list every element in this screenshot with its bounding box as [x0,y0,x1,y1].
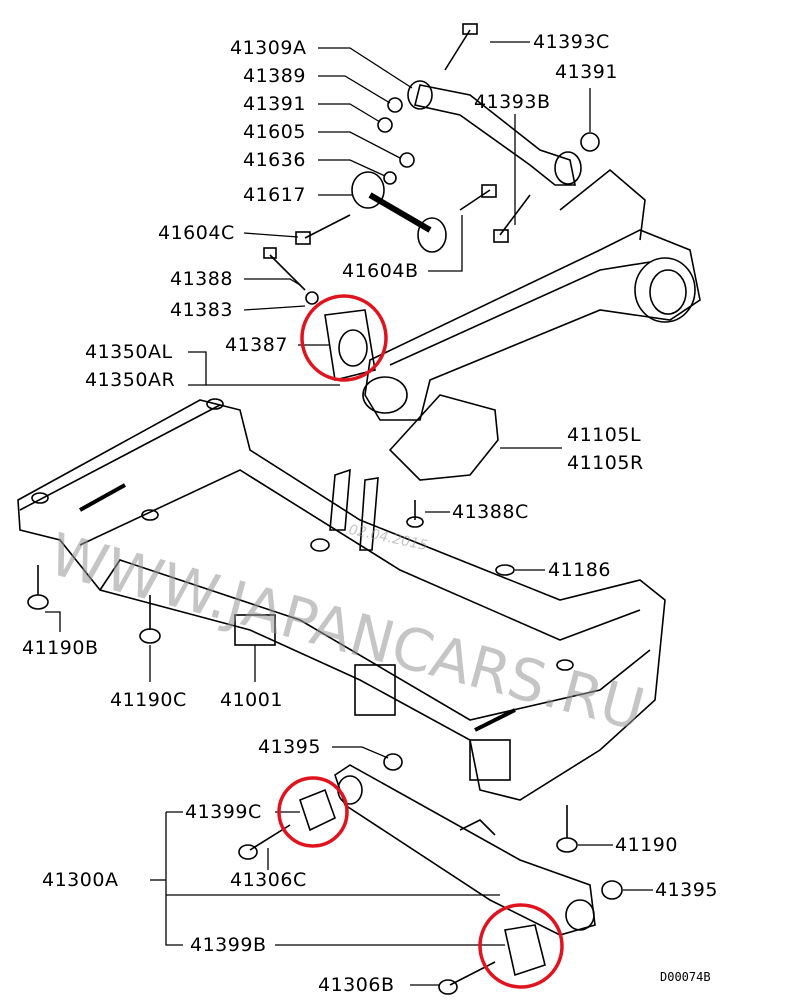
part-label[interactable]: 41389 [243,65,306,87]
part-label[interactable]: 41387 [225,334,288,356]
part-label[interactable]: 41393B [474,91,551,113]
part-label[interactable]: 41309A [230,37,307,59]
part-label[interactable]: 41617 [243,184,306,206]
part-label[interactable]: 41395 [655,879,718,901]
highlight-41387 [300,294,388,382]
part-label[interactable]: 41350AR [85,369,176,391]
part-label[interactable]: 41399C [185,801,262,823]
highlight-circles [277,294,564,989]
part-label[interactable]: 41395 [258,736,321,758]
part-label[interactable]: 41105R [567,452,644,474]
highlight-41399B [478,903,564,989]
diagram-code: D00074B [660,970,711,984]
part-label[interactable]: 41393C [533,31,610,53]
part-label[interactable]: 41186 [548,559,611,581]
part-label[interactable]: 41001 [220,689,283,711]
crossmember-41001 [17,398,666,801]
part-label[interactable]: 41605 [243,121,306,143]
lower-arm-41300A [334,764,596,936]
part-label[interactable]: 41399B [190,934,267,956]
part-label[interactable]: 41604C [158,222,235,244]
part-label[interactable]: 41190C [110,689,187,711]
bracket-41105 [329,394,499,551]
leader-lines [45,41,653,986]
lateral-link [351,171,447,253]
part-label[interactable]: 41190 [615,834,678,856]
part-label[interactable]: 41604B [342,260,419,282]
part-label[interactable]: 41190B [22,637,99,659]
part-label[interactable]: 41350AL [85,341,173,363]
bushing-41387 [324,309,376,381]
bolts-upper [263,23,600,305]
part-label[interactable]: 41388 [170,268,233,290]
highlight-41399C [277,776,349,848]
part-label[interactable]: 41383 [170,299,233,321]
part-label[interactable]: 41105L [567,424,642,446]
part-label[interactable]: 41306B [318,974,395,996]
bushings-lower [299,788,546,977]
part-label[interactable]: 41306C [230,869,307,891]
part-label[interactable]: 41300A [42,869,119,891]
upper-arm-link [407,80,582,186]
fasteners-lower [27,500,623,995]
part-label[interactable]: 41391 [243,93,306,115]
rear-trailing-arm [362,168,701,421]
part-label[interactable]: 41636 [243,149,306,171]
part-label[interactable]: 41391 [555,61,618,83]
part-label[interactable]: 41388C [452,501,529,523]
